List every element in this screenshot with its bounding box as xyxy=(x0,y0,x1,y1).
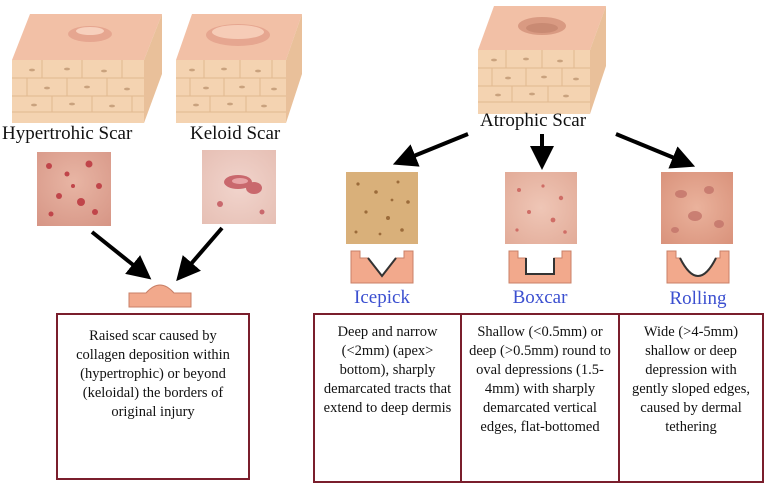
skin-block-hypertrophic xyxy=(12,8,164,123)
profile-boxcar xyxy=(508,250,572,284)
arrow-icepick xyxy=(392,132,469,167)
photo-boxcar xyxy=(505,172,577,244)
desc-rolling-text: Wide (>4-5mm) shallow or deep depression… xyxy=(632,324,750,435)
desc-raised-text: Raised scar caused by collagen depositio… xyxy=(76,328,230,420)
skin-block-keloid xyxy=(176,8,304,123)
profile-raised xyxy=(128,284,192,308)
desc-icepick-text: Deep and narrow (<2mm) (apex> bottom), s… xyxy=(323,324,452,416)
photo-hypertrophic xyxy=(37,152,111,226)
desc-box-boxcar: Shallow (<0.5mm) or deep (>0.5mm) round … xyxy=(460,313,620,483)
photo-icepick xyxy=(346,172,418,244)
arrow-hypertrophic xyxy=(90,230,152,280)
skin-block-atrophic xyxy=(478,4,608,114)
profile-rolling xyxy=(666,250,730,284)
arrow-rolling xyxy=(615,132,696,169)
label-icepick: Icepick xyxy=(354,287,410,308)
desc-box-raised: Raised scar caused by collagen depositio… xyxy=(56,313,250,480)
photo-rolling xyxy=(661,172,733,244)
label-keloid-scar: Keloid Scar xyxy=(190,123,281,144)
label-hypertrophic-scar: Hypertrohic Scar xyxy=(2,123,133,144)
photo-keloid xyxy=(202,150,276,224)
desc-box-icepick: Deep and narrow (<2mm) (apex> bottom), s… xyxy=(313,313,462,483)
label-rolling: Rolling xyxy=(669,288,727,309)
desc-box-rolling: Wide (>4-5mm) shallow or deep depression… xyxy=(618,313,764,483)
arrow-keloid xyxy=(176,226,224,282)
label-atrophic-scar: Atrophic Scar xyxy=(480,110,587,131)
label-boxcar: Boxcar xyxy=(512,287,568,308)
profile-icepick xyxy=(350,250,414,284)
desc-boxcar-text: Shallow (<0.5mm) or deep (>0.5mm) round … xyxy=(469,324,611,435)
